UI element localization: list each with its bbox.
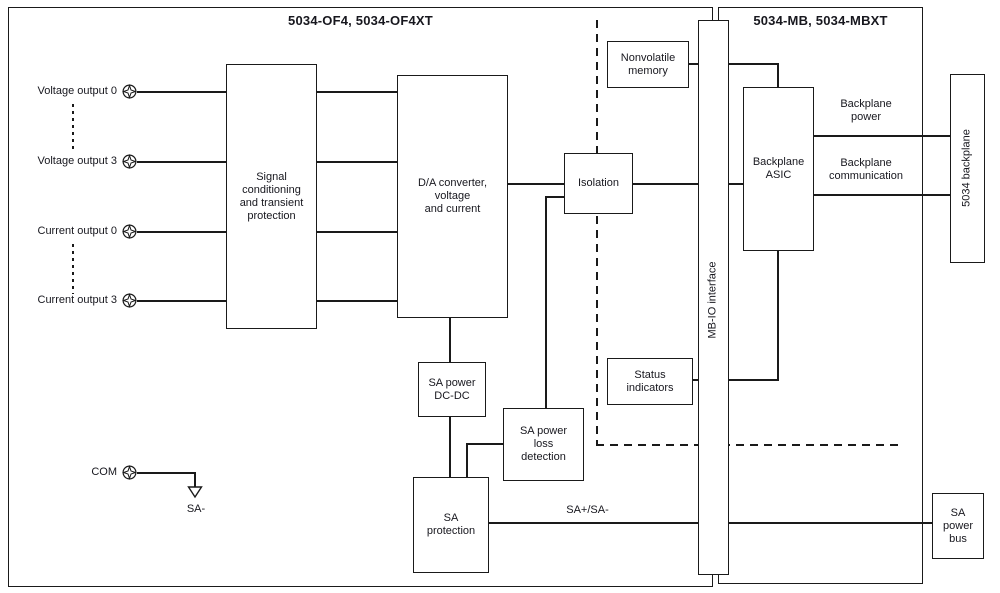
wire-mbio-to-asic-top-h (729, 63, 779, 65)
wire-mbio-to-asic (729, 183, 743, 185)
wire-current-output-3-to-signal (137, 300, 226, 302)
wire-signal-to-dac-3 (317, 231, 397, 233)
wire-loss-to-protection-v (466, 443, 468, 477)
wire-status-to-mbio (693, 379, 698, 381)
wire-dac-to-isolation (508, 183, 564, 185)
backplane-5034-bar (950, 74, 985, 263)
wire-current-output-0-to-signal (137, 231, 226, 233)
wire-voltage-output-0-to-signal (137, 91, 226, 93)
sa-power-bus-block: SA power bus (932, 493, 984, 559)
sa-power-dcdc-block: SA power DC-DC (418, 362, 486, 417)
backplane-communication-label: Backplane communication (829, 157, 903, 182)
wire-voltage-output-3-to-signal (137, 161, 226, 163)
wire-loss-to-protection-h (466, 443, 503, 445)
wire-mbio-to-asic-top-v (777, 63, 779, 87)
signal-conditioning-block: Signal conditioning and transient protec… (226, 64, 317, 329)
wire-com-v (194, 472, 196, 487)
voltage-output-0-label: Voltage output 0 (37, 85, 117, 97)
voltage-output-3-label: Voltage output 3 (37, 155, 117, 167)
wire-signal-to-dac-4 (317, 300, 397, 302)
wire-isolation-to-loss-h (545, 196, 564, 198)
backplane-asic-block: Backplane ASIC (743, 87, 814, 251)
wire-dac-to-dcdc (449, 318, 451, 362)
wire-isolation-to-loss-v (545, 196, 547, 408)
wire-signal-to-dac-2 (317, 161, 397, 163)
isolation-boundary-vertical-dashed-line (596, 20, 598, 445)
wire-nvm-to-mbio (689, 63, 698, 65)
mb-io-interface-bar (698, 20, 729, 575)
sa-minus-arrow-icon (187, 486, 203, 499)
sa-power-loss-detection-block: SA power loss detection (503, 408, 584, 481)
sa-minus-label: SA- (186, 503, 206, 515)
left-section-title: 5034-OF4, 5034-OF4XT (288, 13, 433, 28)
wire-dcdc-to-protection (449, 417, 451, 477)
wire-asic-bottom-v (777, 251, 779, 380)
current-channels-ellipsis-dotted-line (72, 244, 74, 294)
nonvolatile-memory-block: Nonvolatile memory (607, 41, 689, 88)
sa-protection-block: SA protection (413, 477, 489, 573)
mb-io-interface-label: MB-IO interface (706, 261, 719, 339)
com-label: COM (91, 466, 117, 478)
voltage-channels-ellipsis-dotted-line (72, 104, 74, 150)
status-indicators-block: Status indicators (607, 358, 693, 405)
right-section-title: 5034-MB, 5034-MBXT (753, 13, 888, 28)
wire-asic-bottom-to-mbio (729, 379, 779, 381)
current-output-0-terminal-icon (122, 224, 137, 239)
wire-backplane-power (814, 135, 950, 137)
wire-isolation-to-mbio (633, 183, 698, 185)
current-output-3-label: Current output 3 (37, 294, 118, 306)
backplane-5034-label: 5034 backplane (960, 129, 973, 207)
da-converter-block: D/A converter, voltage and current (397, 75, 508, 318)
isolation-boundary-horizontal-dashed-line (596, 444, 903, 446)
voltage-output-0-terminal-icon (122, 84, 137, 99)
current-output-0-label: Current output 0 (37, 225, 118, 237)
backplane-power-label: Backplane power (840, 98, 892, 123)
wire-signal-to-dac-1 (317, 91, 397, 93)
com-terminal-icon (122, 465, 137, 480)
wire-com-h (137, 472, 195, 474)
sa-plus-minus-label: SA+/SA- (566, 504, 609, 516)
voltage-output-3-terminal-icon (122, 154, 137, 169)
wire-backplane-communication (814, 194, 950, 196)
isolation-block: Isolation (564, 153, 633, 214)
current-output-3-terminal-icon (122, 293, 137, 308)
